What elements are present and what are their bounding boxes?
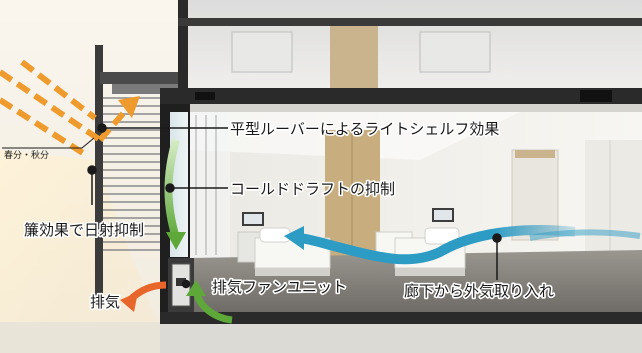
season-bracket (2, 137, 95, 149)
cold-draft-label: コールドドラフトの抑制 (230, 180, 395, 198)
sun-ray-arrows (0, 59, 131, 158)
floor-slab-lower (160, 312, 642, 324)
bed-left (237, 212, 331, 276)
upper-door (330, 26, 378, 92)
floor-slab-middle (160, 88, 642, 104)
sunlight-area (0, 150, 160, 353)
exhaust-label: 排気 (90, 293, 120, 311)
corridor-air-label: 廊下から外気取り入れ (404, 282, 554, 300)
ceiling-unit (580, 90, 612, 102)
sun-reflect-arrowhead (118, 96, 140, 118)
balcony-beam (112, 84, 182, 94)
upper-wall-cut (178, 0, 188, 92)
season-label: 春分・秋分 (4, 149, 49, 161)
balcony-slab-upper (100, 72, 190, 84)
upper-slab-cut (178, 18, 642, 26)
fresh-air-arrows (284, 225, 641, 265)
callout-lines (87, 123, 502, 289)
exhaust-fan-label: 排気ファンユニット (212, 278, 347, 296)
light-shelf-label: 平型ルーバーによるライトシェルフ効果 (230, 120, 499, 138)
sunshade-label: 簾効果で日射抑制 (24, 221, 144, 239)
